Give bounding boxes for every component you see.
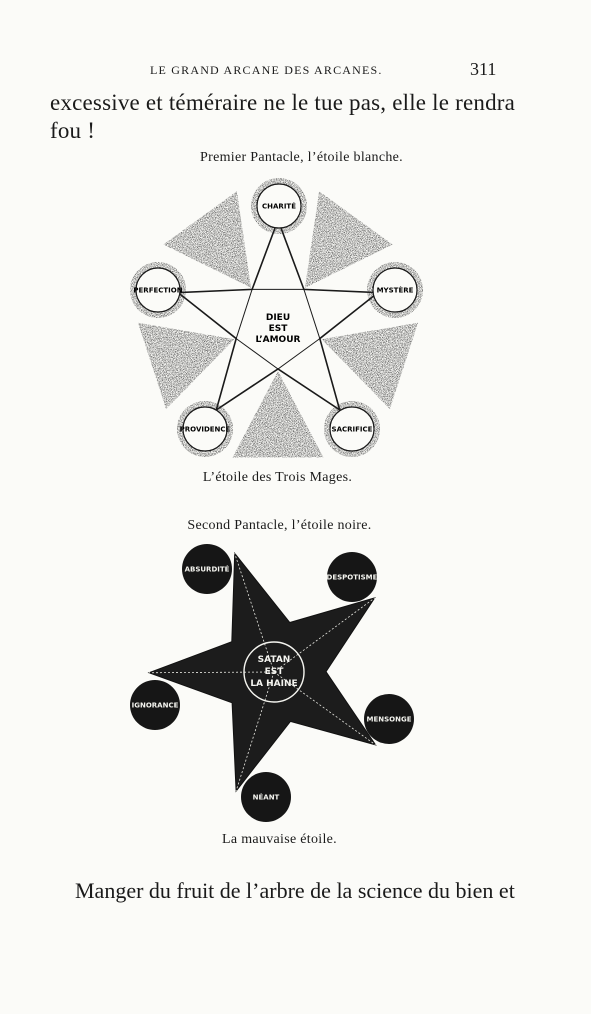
center-word: L’AMOUR [256,335,301,345]
star-arm-text-line [234,553,275,673]
black-star-inner-lines [148,553,376,792]
star-arm-text-line [235,671,275,792]
center-word: EST [265,667,285,677]
star-arm-text-line [148,671,275,674]
black-star-shape [147,551,377,793]
figure1-title: Premier Pantacle, l’étoile blanche. [200,150,403,165]
star-arm-text-line [273,671,376,746]
white-star-pentagon [235,288,321,370]
star-arm-text-line [273,597,375,673]
white-star-point-circle: PROVIDENCE [177,401,233,457]
black-star-point-circle: NÉANT [241,772,291,822]
center-word: EST [269,324,289,334]
white-star-point-circle: PERFECTION [130,262,186,318]
center-word: LA HAINE [250,679,297,689]
white-star-center-text: DIEU EST L’AMOUR [256,313,301,345]
black-star-point-circle: MENSONGE [364,694,414,744]
speckled-ray [321,322,418,410]
black-star-center-text: SATAN EST LA HAINE [250,655,297,689]
point-label: ABSURDITÉ [185,565,230,574]
speckled-ray [163,191,251,288]
black-star-point-circle: DESPOTISME [327,552,378,602]
point-label: PROVIDENCE [180,426,231,434]
white-star-point-circle: CHARITÉ [251,178,307,234]
speckled-ray [305,191,393,288]
figure2-subtitle: La mauvaise étoile. [222,832,337,847]
speckled-ray [138,322,235,410]
paragraph-line: Manger du fruit de l’arbre de la science… [75,878,515,903]
running-head: LE GRAND ARCANE DES ARCANES. [150,63,383,77]
white-star-point-circle: SACRIFICE [324,401,380,457]
point-label: SACRIFICE [332,426,373,434]
center-word: SATAN [258,655,291,665]
black-star-center-ring [243,641,305,703]
page-number: 311 [470,59,497,79]
white-star-point-circle: MYSTÈRE [367,262,423,318]
figure1-subtitle: L’étoile des Trois Mages. [202,470,353,485]
figure2-title: Second Pantacle, l’étoile noire. [187,518,372,533]
point-label: DESPOTISME [327,574,378,582]
point-label: MENSONGE [367,716,412,724]
center-word: DIEU [266,313,290,323]
speckled-ray [232,371,324,458]
point-label: IGNORANCE [132,702,179,710]
paragraph-line: excessive et téméraire ne le tue pas, el… [50,90,516,115]
point-label: NÉANT [253,793,280,802]
black-star-point-circle: IGNORANCE [130,680,180,730]
point-label: PERFECTION [133,287,182,295]
paragraph-line: fou ! [50,118,96,143]
black-star-point-circle: ABSURDITÉ [182,544,232,594]
point-label: MYSTÈRE [377,286,414,295]
point-label: CHARITÉ [262,202,296,211]
white-star-rays [138,191,418,458]
